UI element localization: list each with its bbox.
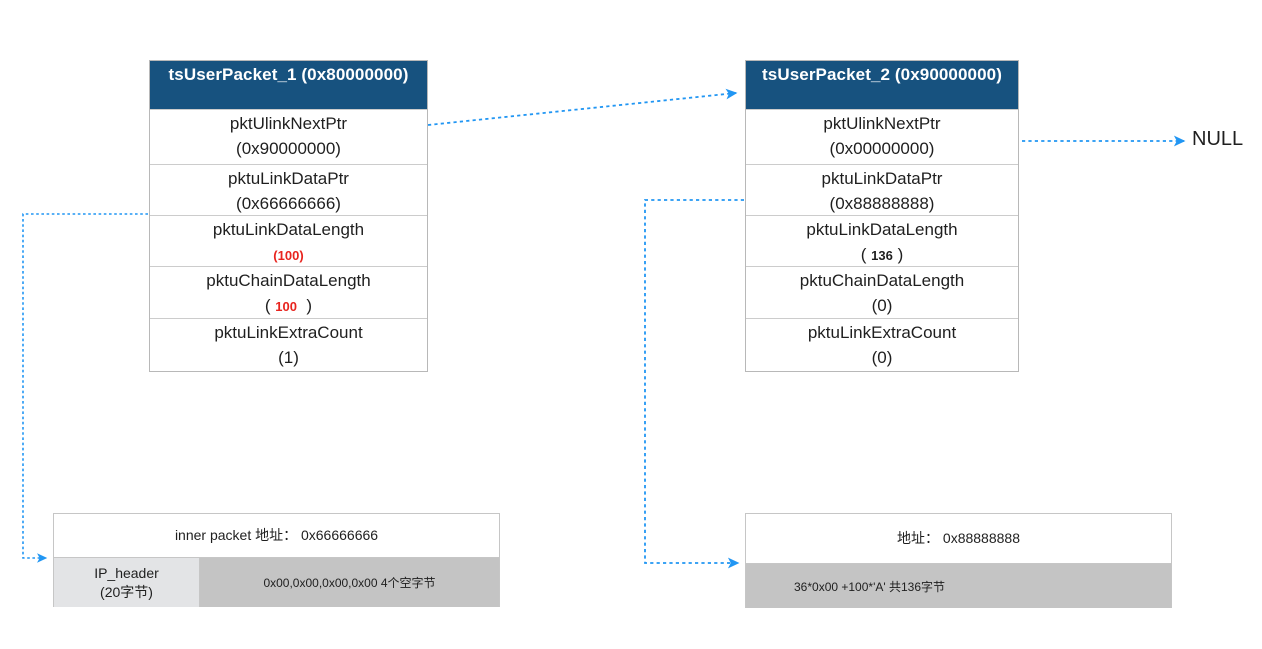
struct-header-address: (0x90000000) (894, 65, 1002, 84)
arrow-data-ptr-1-to-buffer1 (22, 213, 148, 563)
buffer-segment-ip-header: IP_header (20字节) (54, 558, 200, 607)
field-value: (0x90000000) (236, 139, 341, 158)
struct-row-pktuLinkDataLength: pktuLinkDataLength (100) (150, 215, 427, 266)
field-value: (0x00000000) (829, 139, 935, 158)
paren-open: ( (860, 245, 872, 264)
struct-header-address: (0x80000000) (301, 65, 409, 84)
buffer-payload: 36*0x00 +100*'A' 共136字节 (746, 563, 1171, 608)
struct-row-pktUlinkNextPtr: pktUlinkNextPtr (0x00000000) (746, 109, 1018, 164)
struct-table-packet1: tsUserPacket_1 (0x80000000) pktUlinkNext… (149, 60, 428, 372)
buffer-segment-payload-text: 0x00,0x00,0x00,0x00 4个空字节 (263, 576, 436, 590)
field-value: (0x88888888) (829, 194, 935, 213)
field-value-wrap: ( 100 ) (150, 293, 427, 319)
field-label: pktuLinkExtraCount (214, 323, 363, 342)
field-value-wrap: ( 136 ) (746, 242, 1018, 268)
struct-row-pktuChainDataLength: pktuChainDataLength ( 100 ) (150, 266, 427, 318)
struct-row-pktuLinkExtraCount: pktuLinkExtraCount (0) (746, 318, 1018, 371)
struct-row-pktuLinkExtraCount: pktuLinkExtraCount (1) (150, 318, 427, 371)
buffer-address-label: inner packet 地址： 0x66666666 (54, 514, 499, 557)
paren-close: ) (296, 296, 313, 315)
field-label: pktuLinkDataLength (806, 220, 958, 239)
struct-header-name: tsUserPacket_2 (762, 65, 891, 84)
struct-row-pktuLinkDataLength: pktuLinkDataLength ( 136 ) (746, 215, 1018, 266)
field-label: pktuLinkDataPtr (228, 169, 349, 188)
memory-buffer-1: inner packet 地址： 0x66666666 IP_header (2… (53, 513, 500, 607)
field-label: pktuChainDataLength (206, 271, 371, 290)
field-label: pktuLinkDataLength (212, 220, 365, 239)
field-value: 136 (871, 248, 893, 263)
memory-buffer-2: 地址： 0x88888888 36*0x00 +100*'A' 共136字节 (745, 513, 1172, 608)
field-label: pktUlinkNextPtr (229, 114, 348, 133)
paren-open: ( (264, 296, 276, 315)
arrow-data-ptr-2-to-buffer2 (644, 199, 744, 569)
struct-row-pktuChainDataLength: pktuChainDataLength (0) (746, 266, 1018, 318)
field-label: pktUlinkNextPtr (823, 114, 941, 133)
field-value: (0) (871, 348, 893, 367)
segment-size: (20字节) (100, 583, 153, 600)
field-label: pktuLinkDataPtr (821, 169, 943, 188)
field-value: (0x66666666) (236, 194, 341, 213)
buffer-segment-payload-text: 36*0x00 +100*'A' 共136字节 (794, 579, 946, 594)
field-value-wrap: (100) (150, 242, 427, 268)
buffer-payload: IP_header (20字节) 0x00,0x00,0x00,0x00 4个空… (54, 557, 499, 607)
segment-name: IP_header (94, 564, 159, 581)
null-label: NULL (1192, 128, 1244, 150)
struct-header-name: tsUserPacket_1 (168, 65, 297, 84)
struct-table-packet2: tsUserPacket_2 (0x90000000) pktUlinkNext… (745, 60, 1019, 372)
struct-row-pktUlinkNextPtr: pktUlinkNextPtr (0x90000000) (150, 109, 427, 164)
field-label: pktuLinkExtraCount (807, 323, 957, 342)
field-value: 100 (275, 299, 297, 314)
paren-close: ) (892, 245, 904, 264)
field-value: (1) (278, 348, 299, 367)
paren-open: ( (273, 248, 278, 263)
struct-header-packet1: tsUserPacket_1 (0x80000000) (150, 61, 427, 109)
buffer-address-label: 地址： 0x88888888 (746, 514, 1171, 563)
struct-row-pktuLinkDataPtr: pktuLinkDataPtr (0x66666666) (150, 164, 427, 215)
paren-close: ) (299, 248, 304, 263)
struct-header-packet2: tsUserPacket_2 (0x90000000) (746, 61, 1018, 109)
arrow-next-ptr-1-to-2 (427, 88, 738, 126)
struct-row-pktuLinkDataPtr: pktuLinkDataPtr (0x88888888) (746, 164, 1018, 215)
field-value: 100 (277, 248, 300, 263)
field-label: pktuChainDataLength (799, 271, 965, 290)
field-value: (0) (871, 296, 893, 315)
